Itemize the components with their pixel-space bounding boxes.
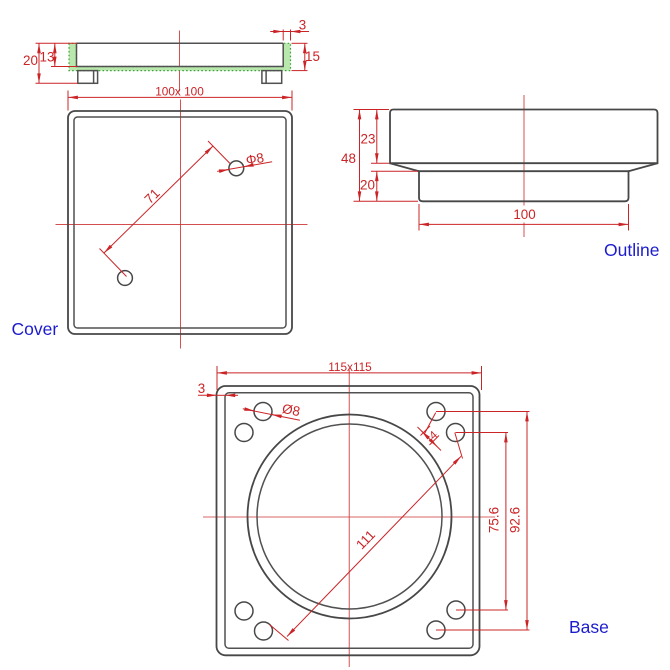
dim-cover-hole-dia: Φ8 bbox=[217, 150, 273, 173]
dim-outline-heights: 48 23 20 bbox=[341, 109, 418, 202]
dim-inner-depth: 13 bbox=[40, 43, 78, 67]
dim-15-label: 15 bbox=[305, 49, 320, 64]
dimension-line bbox=[286, 455, 462, 637]
outline-left-taper bbox=[389, 162, 420, 173]
left-foot bbox=[77, 69, 99, 85]
base-view: 115x115 3 Ø8 4 bbox=[198, 360, 609, 667]
dim-75.6-label: 75.6 bbox=[487, 507, 502, 533]
dim-base-hole-dia: Ø8 bbox=[242, 401, 301, 421]
outline-view: 48 23 20 100 Outline bbox=[341, 95, 659, 260]
dim-hole-spacing: 71 bbox=[99, 140, 231, 277]
right-foot bbox=[261, 69, 283, 85]
outline-view-label: Outline bbox=[604, 240, 659, 260]
dim-100x100-label: 100x 100 bbox=[155, 85, 204, 99]
dimension-line bbox=[421, 430, 430, 440]
base-outer-edge bbox=[215, 385, 481, 657]
dim-20b-label: 20 bbox=[360, 178, 375, 193]
dimension-line bbox=[99, 248, 127, 277]
dim-92.6-label: 92.6 bbox=[508, 507, 523, 533]
outline-top-block bbox=[389, 108, 659, 165]
base-inner-edge bbox=[224, 392, 474, 650]
dim-115x115-label: 115x115 bbox=[328, 360, 372, 374]
dim-13-label: 13 bbox=[40, 50, 55, 65]
dim-111-label: 111 bbox=[353, 527, 378, 552]
dimension-line bbox=[207, 140, 231, 164]
dim-outline-width: 100 bbox=[418, 204, 629, 231]
base-hole-bl-b bbox=[253, 621, 274, 641]
outline-right-taper bbox=[628, 162, 658, 173]
cover-view-label: Cover bbox=[12, 319, 59, 339]
dimension-line bbox=[103, 145, 214, 254]
cover-hole-bottom-left bbox=[116, 269, 134, 287]
dim-base-size: 115x115 bbox=[216, 360, 482, 390]
cover-inner-edge bbox=[73, 116, 287, 329]
dim-20-label: 20 bbox=[23, 53, 38, 68]
dim-dia8-label: Ø8 bbox=[281, 401, 301, 419]
dim-rim-thickness: 3 bbox=[270, 18, 309, 41]
cover-outer-edge bbox=[67, 110, 293, 335]
outline-bottom-block bbox=[418, 170, 630, 203]
dimension-line bbox=[269, 624, 289, 641]
dim-wall-height: 15 bbox=[291, 42, 320, 72]
base-view-label: Base bbox=[569, 617, 609, 637]
section-inner-line bbox=[75, 43, 284, 68]
section-view: 20 13 3 15 100x 100 bbox=[23, 18, 320, 111]
dimension-line bbox=[271, 414, 282, 419]
dimension-line bbox=[243, 163, 254, 168]
dimension-line bbox=[218, 169, 229, 173]
base-hole-bl-a bbox=[234, 601, 254, 621]
dim-phi8-label: Φ8 bbox=[245, 150, 265, 168]
dim-71-label: 71 bbox=[142, 186, 163, 207]
dim-100-label: 100 bbox=[513, 207, 535, 222]
dimension-line bbox=[244, 407, 255, 412]
dim-3-label: 3 bbox=[299, 18, 306, 33]
dim-48-label: 48 bbox=[341, 151, 356, 166]
cover-view: 71 Φ8 Cover bbox=[12, 99, 308, 349]
section-feet bbox=[77, 69, 283, 85]
dim-total-height: 20 bbox=[23, 42, 78, 84]
dim-spacing-outer: 92.6 bbox=[436, 411, 530, 631]
dim-23-label: 23 bbox=[361, 132, 376, 147]
dim-3b-label: 3 bbox=[198, 381, 205, 396]
dim-base-edge: 3 bbox=[198, 381, 238, 398]
dim-spacing-inner: 75.6 bbox=[455, 432, 508, 611]
dim-base-diagonal: 111 bbox=[269, 432, 463, 641]
dimension-line bbox=[454, 432, 463, 459]
dimension-line bbox=[428, 438, 438, 447]
dim-overall-size: 100x 100 bbox=[67, 85, 293, 111]
base-hole-tl-b bbox=[234, 422, 254, 443]
